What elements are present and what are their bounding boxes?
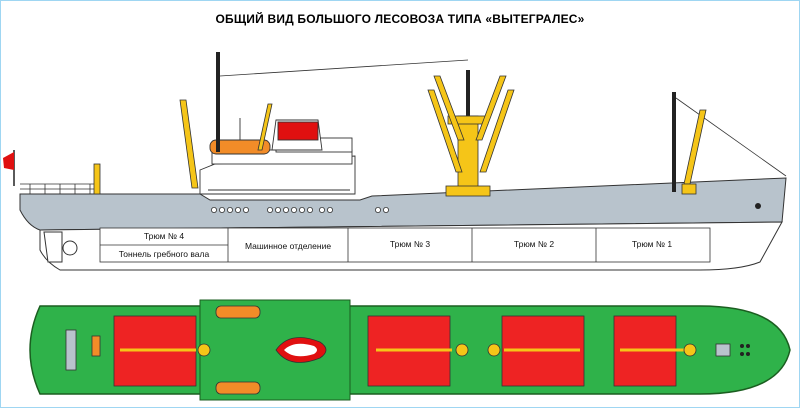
forward-cranes [681, 109, 707, 195]
portholes [210, 206, 389, 213]
rudder [43, 231, 63, 263]
superstructure [199, 118, 356, 195]
label-hold-3: Трюм № 3 [390, 239, 430, 249]
lifeboat-starboard [215, 381, 261, 395]
label-shaft-tunnel: Тоннель гребного вала [119, 249, 210, 259]
propeller [62, 240, 78, 256]
side-view: Трюм № 4 Тоннель гребного вала Машинное … [3, 52, 787, 271]
diagram-title: ОБЩИЙ ВИД БОЛЬШОГО ЛЕСОВОЗА ТИПА «ВЫТЕГР… [215, 12, 585, 26]
label-hold-2: Трюм № 2 [514, 239, 554, 249]
label-hold-4: Трюм № 4 [144, 231, 184, 241]
stern-flag [3, 152, 14, 170]
label-hold-1: Трюм № 1 [632, 239, 672, 249]
windlass [715, 343, 731, 357]
hull-upper [19, 177, 787, 231]
center-mast [466, 70, 470, 120]
label-engine-room: Машинное отделение [245, 241, 331, 251]
stern-railing [20, 183, 96, 194]
aft-cranes [179, 99, 273, 189]
anchor-chains [740, 344, 750, 356]
center-cranes [427, 75, 515, 197]
plan-view [29, 299, 791, 401]
aft-mast [216, 52, 220, 152]
bow-anchor [755, 203, 761, 209]
lifeboat-port [215, 305, 261, 319]
forward-mast [672, 92, 676, 192]
